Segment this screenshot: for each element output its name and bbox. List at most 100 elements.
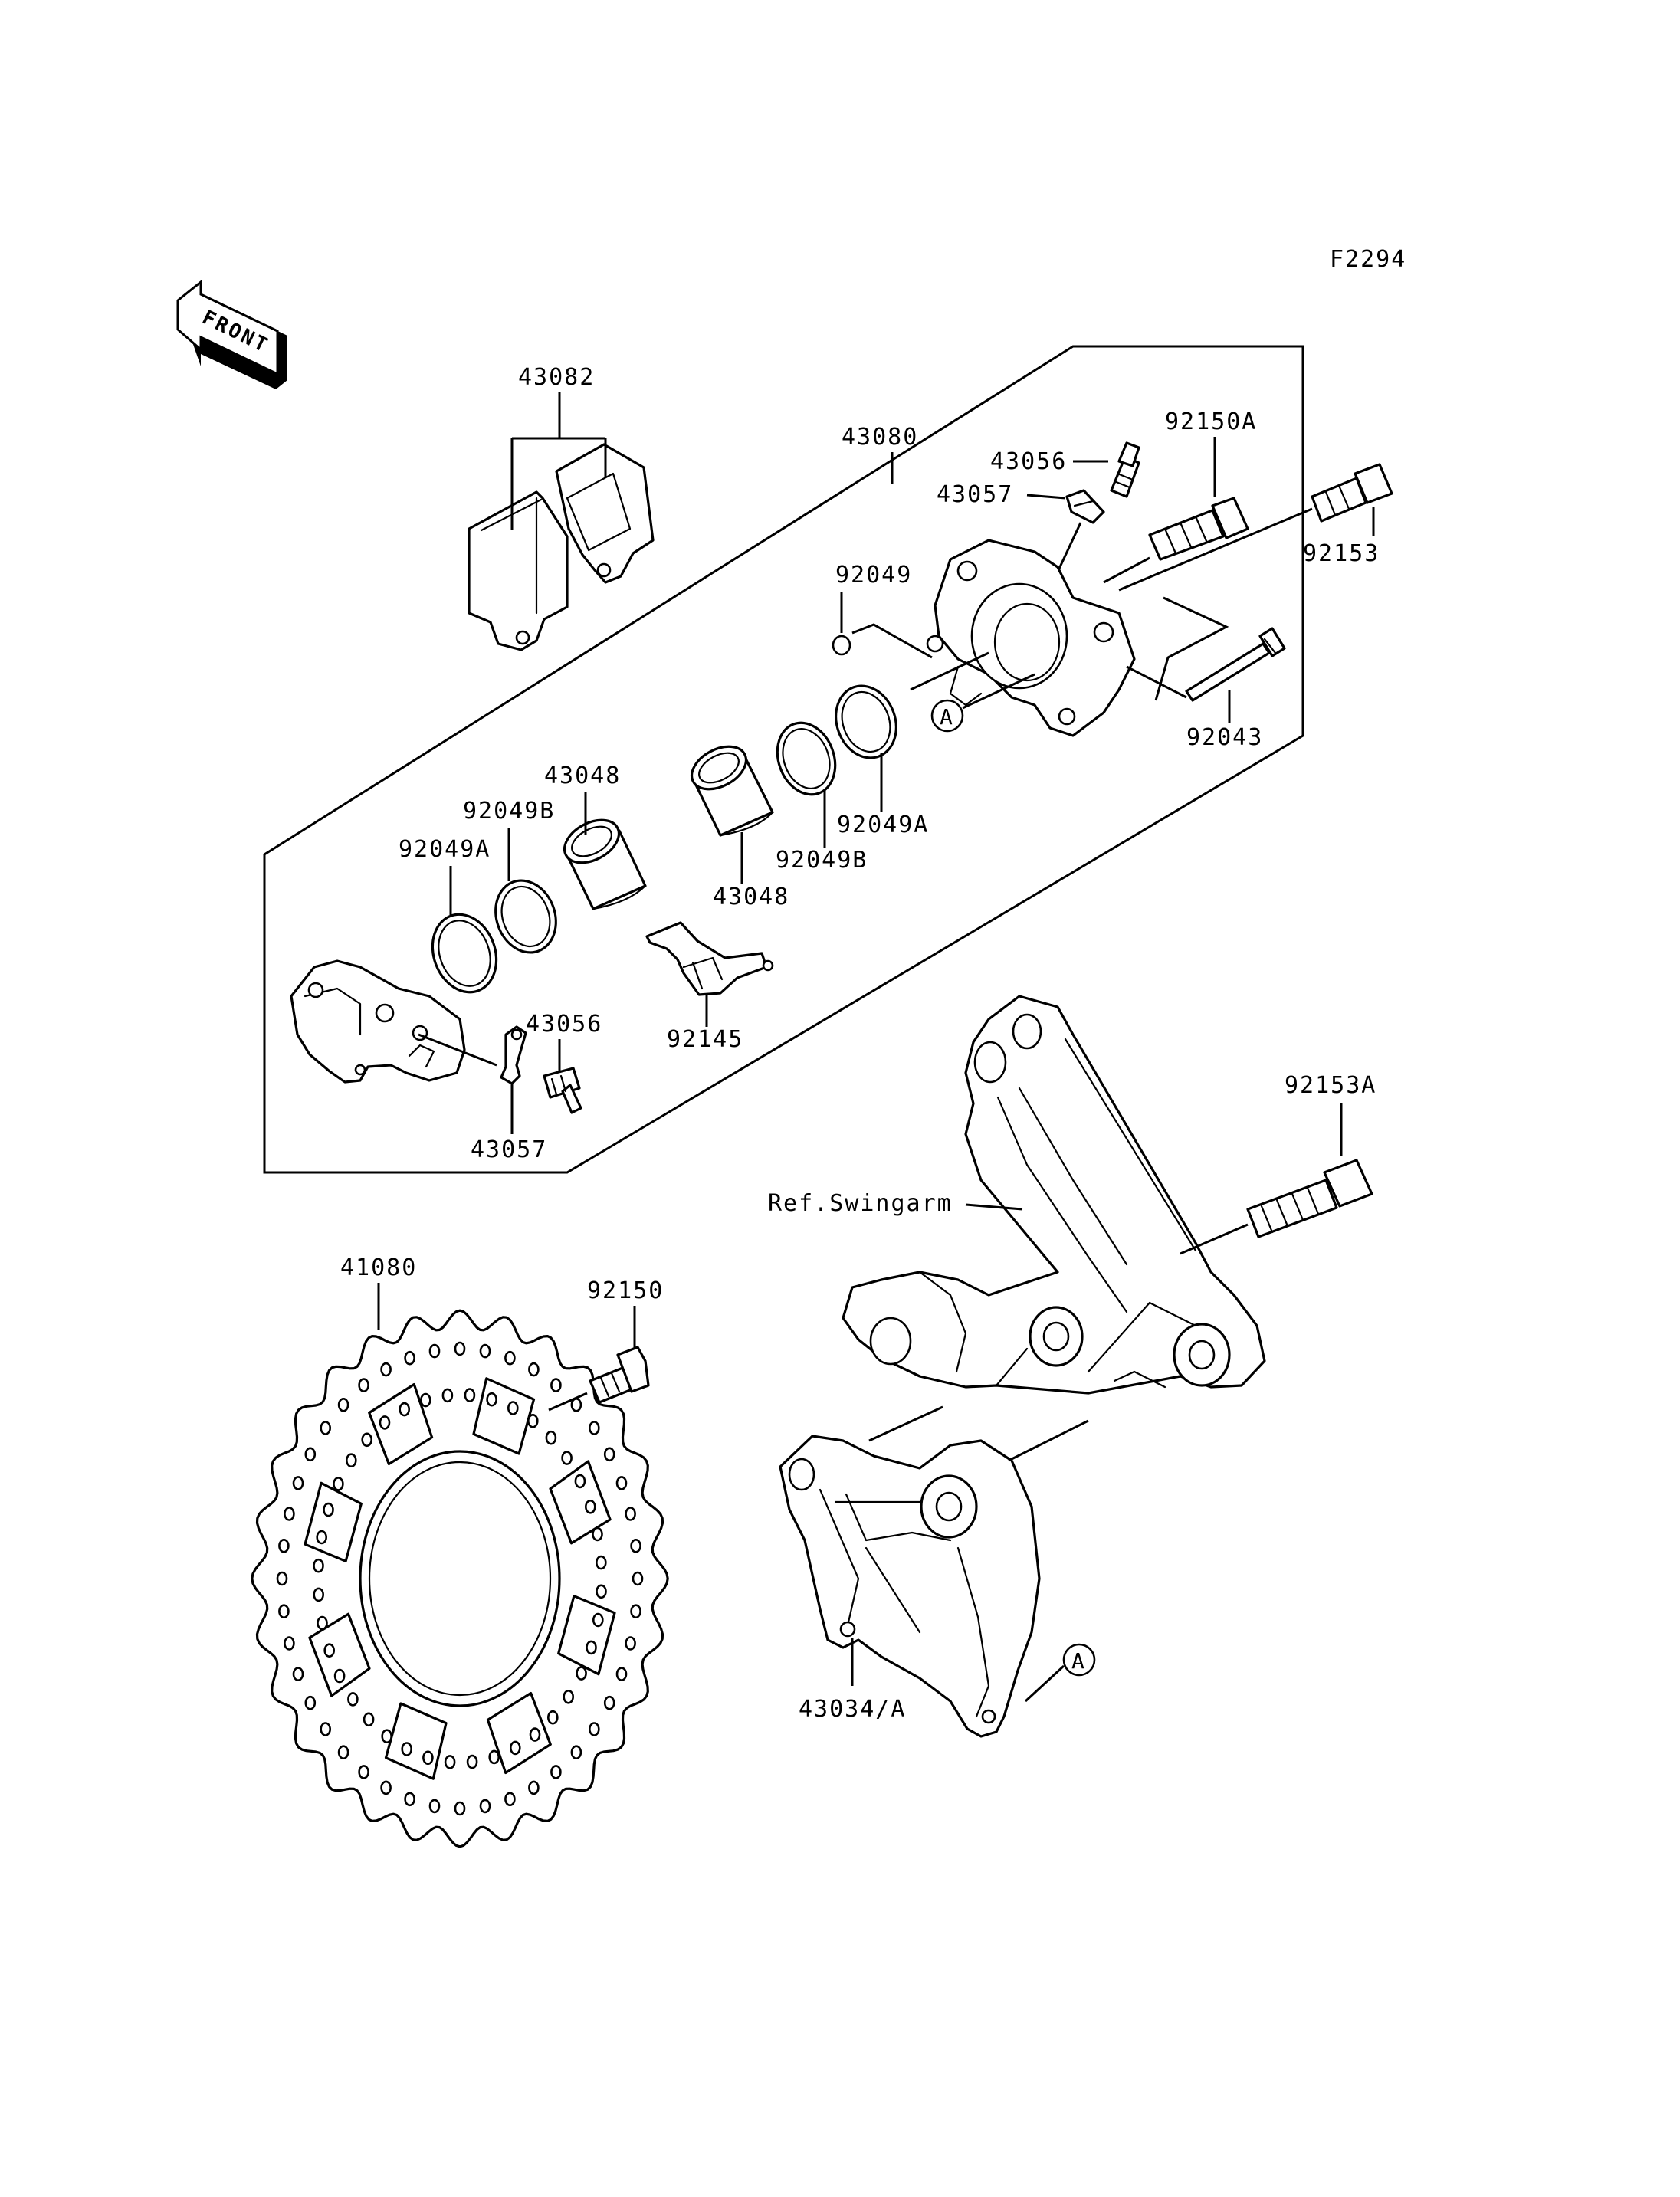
pad-spring-92145: [645, 921, 774, 996]
disc-drilled-hole: [546, 1710, 559, 1725]
disc-drilled-hole: [479, 1799, 491, 1814]
disc-drilled-hole: [630, 1539, 641, 1553]
disc-drilled-hole: [596, 1584, 607, 1599]
disc-drilled-hole: [313, 1587, 325, 1602]
label-92043: 92043: [1186, 724, 1263, 751]
disc-window: [368, 1382, 434, 1466]
disc-drilled-hole: [323, 1502, 334, 1517]
disc-drilled-hole: [333, 1668, 346, 1684]
label-43080: 43080: [842, 424, 918, 451]
disc-drilled-hole: [284, 1636, 295, 1651]
disc-drilled-hole: [347, 1692, 359, 1707]
disc-drilled-hole: [595, 1555, 607, 1570]
pin-bolt-92150A: [1148, 497, 1249, 561]
disc-drilled-hole: [550, 1378, 562, 1392]
label-92150A: 92150A: [1165, 408, 1257, 435]
disc-drilled-hole: [361, 1432, 373, 1448]
disc-drilled-hole: [486, 1392, 497, 1407]
disc-drilled-hole: [632, 1571, 644, 1586]
disc-drilled-hole: [592, 1612, 604, 1628]
disc-drilled-hole: [527, 1414, 539, 1428]
bolt-92153: [1311, 463, 1393, 523]
label-43048-right: 43048: [713, 884, 789, 910]
disc-drilled-hole: [479, 1343, 491, 1359]
brake-disc-41080: [251, 1309, 669, 1848]
disc-drilled-hole: [464, 1388, 476, 1402]
label-41080: 41080: [340, 1254, 417, 1281]
bleeder-cap-top: [1065, 489, 1105, 524]
disc-drilled-hole: [454, 1801, 466, 1816]
label-43056-bottom: 43056: [526, 1011, 602, 1038]
piston-43048-left: [563, 818, 647, 910]
disc-drilled-hole: [592, 1526, 603, 1542]
seal-92049A-left: [431, 913, 498, 994]
disc-drilled-hole: [507, 1401, 519, 1415]
disc-drilled-hole: [441, 1388, 454, 1403]
disc-drilled-hole: [422, 1750, 434, 1766]
disc-drilled-hole: [588, 1421, 600, 1435]
label-92049B-right: 92049B: [776, 847, 868, 874]
caliper-assembly-outline: [263, 345, 1304, 1174]
disc-drilled-hole: [316, 1530, 328, 1545]
disc-drilled-hole: [337, 1745, 349, 1759]
disc-drilled-hole: [399, 1402, 411, 1417]
bleeder-valve-bottom: [543, 1067, 582, 1114]
label-43048-left: 43048: [544, 762, 621, 789]
disc-drilled-hole: [576, 1666, 587, 1681]
disc-drilled-hole: [323, 1643, 336, 1658]
disc-drilled-hole: [615, 1476, 628, 1490]
disc-drilled-hole: [528, 1780, 540, 1795]
disc-drilled-hole: [313, 1558, 324, 1573]
disc-drilled-hole: [292, 1667, 304, 1681]
disc-drilled-hole: [615, 1667, 628, 1681]
disc-drilled-hole: [320, 1722, 332, 1736]
bleeder-valve-top: [1110, 441, 1140, 498]
disc-drilled-hole: [488, 1749, 500, 1765]
disc-drilled-hole: [570, 1745, 582, 1759]
label-ref-swingarm: Ref.Swingarm: [768, 1190, 953, 1217]
label-92145: 92145: [667, 1026, 743, 1053]
disc-bolt-92150: [589, 1346, 650, 1404]
disc-drilled-hole: [345, 1453, 357, 1467]
brake-pad-set: [468, 443, 655, 651]
svg-text:A: A: [1071, 1648, 1084, 1674]
disc-drilled-hole: [401, 1742, 413, 1756]
disc-drilled-hole: [630, 1604, 641, 1618]
seal-92049: [832, 635, 851, 656]
front-direction-arrow-icon: FRONT: [176, 279, 287, 389]
caliper-bracket-43034A: [779, 1435, 1041, 1738]
disc-drilled-hole: [625, 1507, 636, 1521]
disc-drilled-hole: [317, 1615, 328, 1631]
pin-92043: [1185, 627, 1286, 702]
caliper-body-left: [290, 959, 466, 1084]
figure-code: F2294: [1330, 246, 1406, 273]
disc-drilled-hole: [586, 1640, 597, 1655]
label-43056-top: 43056: [990, 448, 1067, 475]
disc-drilled-hole: [561, 1451, 573, 1465]
disc-drilled-hole: [404, 1792, 415, 1807]
label-92049A-left: 92049A: [399, 836, 491, 863]
disc-drilled-hole: [419, 1392, 431, 1408]
label-92150: 92150: [587, 1277, 664, 1304]
seal-92049A-right: [835, 684, 897, 759]
label-92153A: 92153A: [1285, 1072, 1376, 1099]
callout-a-lower: A: [1062, 1643, 1096, 1677]
disc-drilled-hole: [504, 1792, 516, 1807]
disc-drilled-hole: [278, 1604, 290, 1618]
disc-drilled-hole: [304, 1695, 317, 1710]
disc-drilled-hole: [603, 1695, 615, 1710]
disc-drilled-hole: [603, 1447, 615, 1462]
disc-drilled-hole: [466, 1754, 478, 1769]
disc-drilled-hole: [574, 1474, 586, 1489]
label-92049A-right: 92049A: [837, 812, 929, 838]
disc-drilled-hole: [509, 1740, 521, 1756]
disc-drilled-hole: [584, 1500, 596, 1514]
disc-drilled-hole: [529, 1727, 541, 1742]
label-92049B-left: 92049B: [463, 798, 555, 825]
disc-drilled-hole: [276, 1571, 288, 1586]
disc-drilled-hole: [570, 1398, 582, 1412]
seal-92049B-left: [494, 879, 557, 954]
disc-drilled-hole: [320, 1421, 332, 1435]
label-92153: 92153: [1303, 540, 1380, 567]
